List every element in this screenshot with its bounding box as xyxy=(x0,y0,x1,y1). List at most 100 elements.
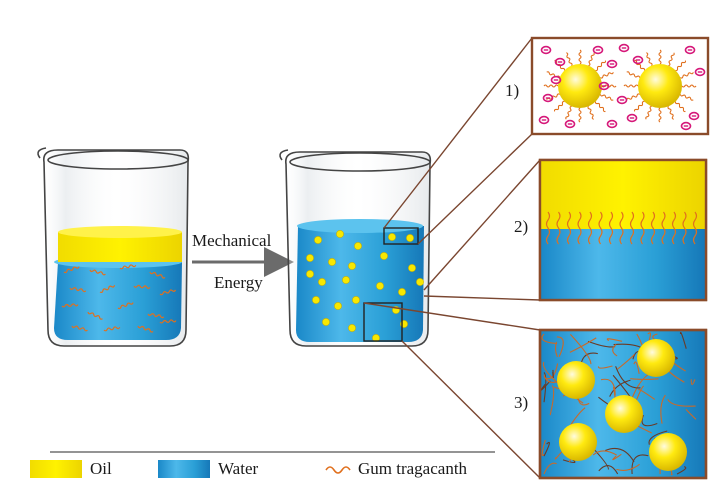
emulsion-liquid xyxy=(296,226,424,342)
oil-droplet xyxy=(334,302,342,310)
gum-fiber xyxy=(543,462,557,475)
negative-charge xyxy=(598,81,610,91)
negative-charge xyxy=(550,75,562,85)
oil-droplet xyxy=(312,296,320,304)
gum-fiber xyxy=(554,451,563,460)
negative-charge xyxy=(538,115,550,125)
gum-strand xyxy=(133,284,151,289)
gum-fiber xyxy=(630,378,659,380)
gum-fiber xyxy=(541,439,546,457)
gum-chain xyxy=(608,211,614,245)
gum-strand xyxy=(658,49,662,65)
gum-strand xyxy=(633,100,645,112)
oil-droplet xyxy=(376,282,384,290)
gum-fiber xyxy=(609,379,631,397)
negative-charge xyxy=(554,57,566,67)
oil-droplet xyxy=(380,252,388,260)
gum-fiber xyxy=(605,447,635,463)
oil-droplet xyxy=(416,278,424,286)
gum-strand xyxy=(626,93,640,100)
arrow-label-line2: Energy xyxy=(214,273,263,292)
interface-gum xyxy=(545,211,698,245)
gum-chain xyxy=(671,211,677,245)
panel-1: 1) xyxy=(505,36,710,136)
negative-charge xyxy=(606,59,618,69)
gum-fiber xyxy=(613,343,643,349)
oil-droplet xyxy=(408,264,416,272)
oil-droplet xyxy=(406,234,414,242)
zoom-connectors xyxy=(363,37,541,479)
gum-strand xyxy=(578,107,582,123)
water-layer-left xyxy=(54,262,182,340)
gum-strand xyxy=(99,285,116,294)
oil-droplets xyxy=(306,230,424,342)
gum-strand xyxy=(658,107,662,123)
gum-fiber xyxy=(616,463,640,471)
beaker-right xyxy=(279,149,432,347)
gum-strand xyxy=(159,289,177,296)
gum-strand xyxy=(543,84,559,88)
gum-strand xyxy=(645,105,652,120)
oil-droplet xyxy=(559,423,597,461)
gum-strand xyxy=(668,52,675,67)
gum-chain xyxy=(650,211,656,245)
gum-fiber xyxy=(638,388,656,400)
gum-strand xyxy=(578,49,582,65)
gum-fiber xyxy=(556,336,564,358)
oil-droplet xyxy=(398,288,406,296)
gum-fiber xyxy=(541,333,558,345)
oil-droplet xyxy=(354,242,362,250)
legend-oil-swatch xyxy=(30,460,82,478)
panel-label-2: 2) xyxy=(514,217,528,236)
gum-strand xyxy=(646,52,653,66)
gum-chain xyxy=(598,211,603,245)
gum-strand xyxy=(587,106,594,120)
gum-chain xyxy=(566,211,572,245)
gum-strand xyxy=(149,271,166,279)
oil-droplet xyxy=(557,361,595,399)
gum-strand xyxy=(565,105,572,120)
gum-fiber xyxy=(569,337,597,353)
oil-layer-left xyxy=(58,232,182,262)
gum-fiber xyxy=(690,379,696,385)
gum-chain xyxy=(577,211,582,245)
legend-water-label: Water xyxy=(218,459,258,478)
gum-fiber xyxy=(679,331,687,349)
gum-fiber xyxy=(676,466,687,475)
gum-chain xyxy=(682,211,687,245)
oil-droplet xyxy=(328,258,336,266)
arrow-label-line1: Mechanical xyxy=(192,231,272,250)
oil-droplet xyxy=(322,318,330,326)
gum-fiber xyxy=(631,454,649,475)
gum-fiber xyxy=(562,459,576,464)
negative-charge xyxy=(564,119,576,129)
gum-chain xyxy=(629,211,635,245)
gum-fiber xyxy=(636,333,644,347)
legend-gum-icon xyxy=(325,466,351,474)
panel-label-1: 1) xyxy=(505,81,519,100)
gum-strand xyxy=(147,313,165,319)
gum-strand xyxy=(599,94,614,101)
gum-strand xyxy=(69,287,87,293)
negative-charge xyxy=(616,95,628,105)
gum-fiber xyxy=(612,344,618,357)
gum-strand xyxy=(159,319,177,324)
gum-fiber xyxy=(615,366,641,389)
gum-strand xyxy=(117,302,134,310)
gum-strand xyxy=(674,101,686,113)
gum-fiber xyxy=(606,338,623,342)
gum-fiber xyxy=(592,450,618,456)
gum-fiber xyxy=(543,441,550,457)
gum-strand xyxy=(63,266,80,274)
oil-droplet xyxy=(637,339,675,377)
oil-droplet xyxy=(352,296,360,304)
legend: Oil Water Gum tragacanth xyxy=(30,451,495,478)
gum-chain xyxy=(661,211,666,245)
gum-strand xyxy=(626,71,641,78)
gum-fiber xyxy=(597,365,613,369)
negative-charge xyxy=(606,119,618,129)
gum-fiber xyxy=(540,380,551,391)
negative-charge xyxy=(542,93,554,103)
gum-strand xyxy=(623,84,639,88)
gum-strands-left xyxy=(61,264,177,333)
